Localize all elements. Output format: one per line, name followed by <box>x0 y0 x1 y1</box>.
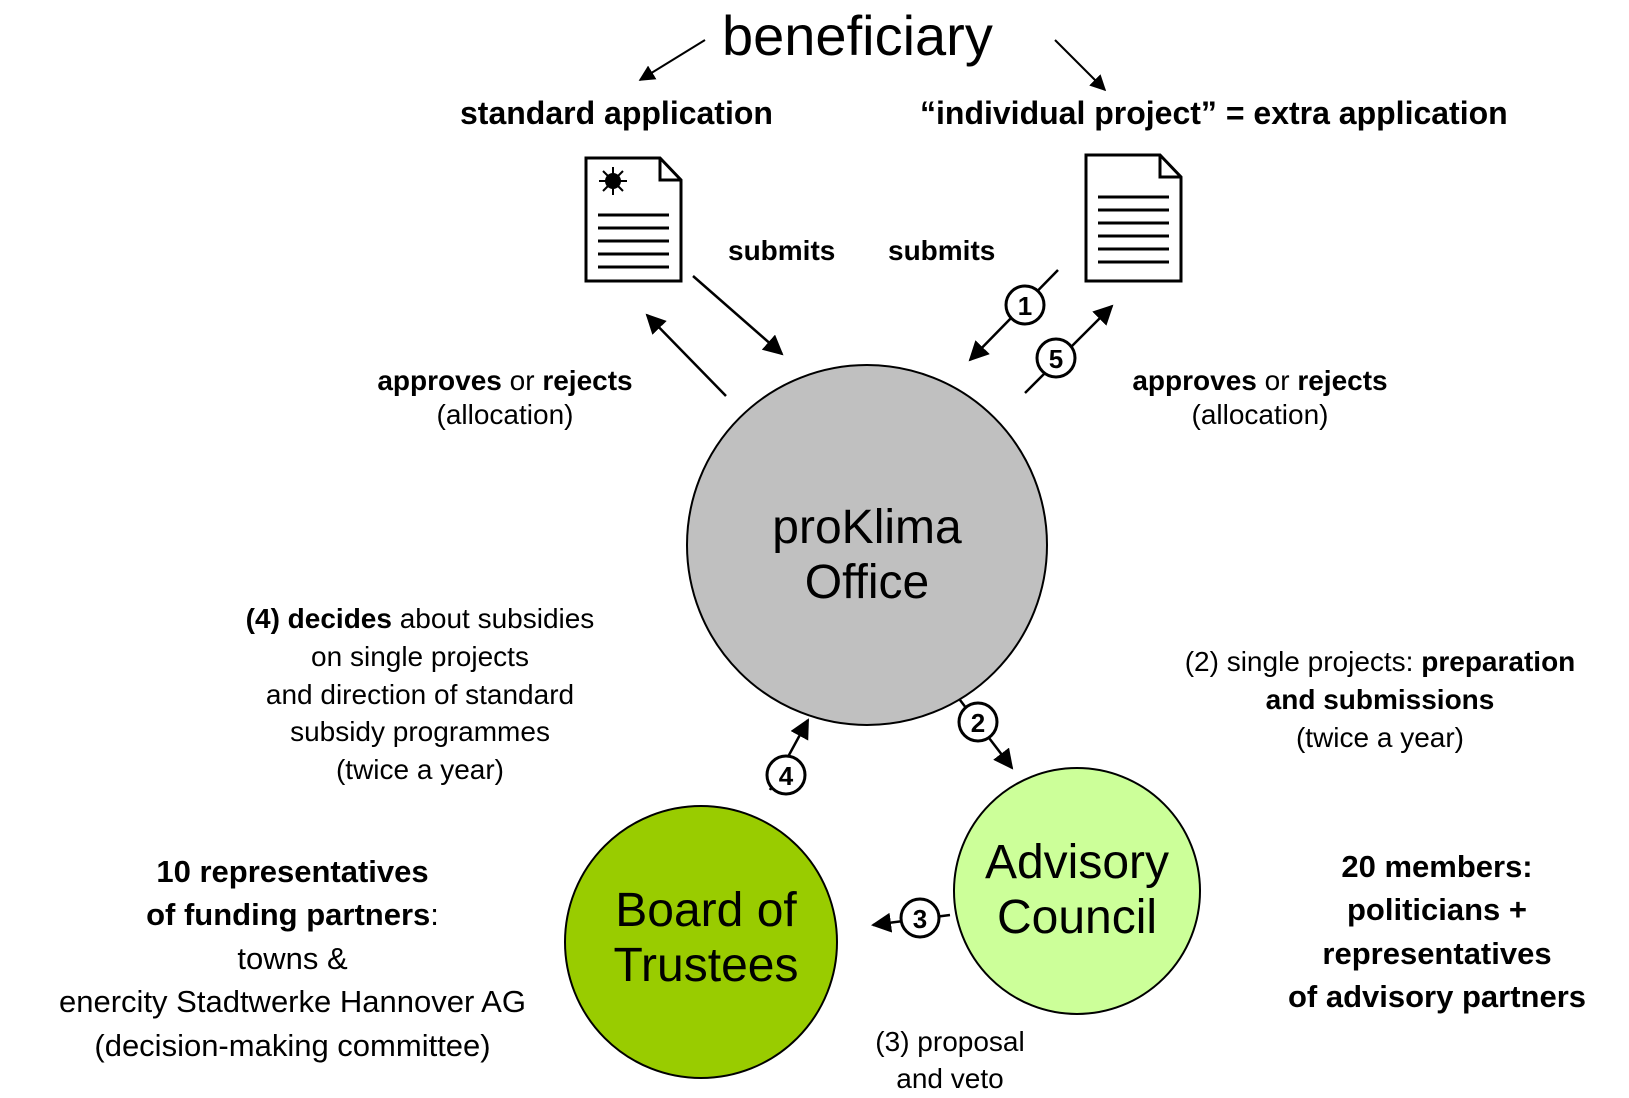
step-5-marker: 5 <box>1035 337 1077 379</box>
decides-line5: (twice a year) <box>335 754 505 786</box>
standard-application-label: standard application <box>460 95 773 131</box>
allocation-label: (allocation) <box>436 399 574 431</box>
board-members-line5: (decision-making committee) <box>94 1027 491 1063</box>
board-of-trustees-label: Board of Trustees <box>571 883 841 993</box>
beneficiary-title: beneficiary <box>722 4 993 67</box>
advisory-council-label: Advisory Council <box>952 835 1202 945</box>
board-members-line4: enercity Stadtwerke Hannover AG <box>59 984 526 1020</box>
proposal-line2: and veto <box>896 1062 1004 1094</box>
approves-rejects-right: approves or rejects (allocation) <box>1095 364 1425 432</box>
decides-line3: and direction of standard <box>265 678 575 710</box>
proklima-office-label: proKlima Office <box>717 500 1017 610</box>
step-2-marker: 2 <box>957 701 999 743</box>
board-members-line2-bold: of funding partners <box>146 897 431 933</box>
council-members-line4: of advisory partners <box>1287 979 1587 1015</box>
step-4-label: 4 <box>779 761 794 791</box>
proposal-text: (3) proposal and veto <box>850 1024 1050 1098</box>
board-line2: Trustees <box>613 939 799 993</box>
or-word: or <box>501 365 543 396</box>
office-line1: proKlima <box>772 501 962 554</box>
single-projects-bold2: and submissions <box>1265 683 1495 715</box>
advisory-council-node <box>953 767 1201 1015</box>
decides-line2: on single projects <box>311 640 529 672</box>
decides-rest: about subsidies <box>391 603 595 634</box>
approves-arrow-left <box>645 313 727 397</box>
council-members-text: 20 members: politicians + representative… <box>1252 845 1622 1019</box>
single-projects-bold1: preparation <box>1421 646 1576 677</box>
council-line2: Council <box>996 891 1158 945</box>
board-of-trustees-node <box>564 805 838 1079</box>
single-projects-prefix: (2) single projects: <box>1184 646 1422 677</box>
proposal-line1: (3) proposal <box>875 1026 1025 1057</box>
decides-text: (4) decides about subsidies on single pr… <box>200 600 640 789</box>
step-3-label: 3 <box>913 904 927 934</box>
board-members-line3: towns & <box>237 940 348 976</box>
individual-project-label: “individual project” = extra application <box>920 95 1508 131</box>
council-members-line3: representatives <box>1322 935 1552 971</box>
council-line1: Advisory <box>984 836 1170 889</box>
rejects-word: rejects <box>542 365 633 396</box>
single-projects-line3: (twice a year) <box>1295 721 1465 753</box>
council-members-line1: 20 members: <box>1341 849 1533 884</box>
individual-project-document-icon <box>1084 153 1183 283</box>
decides-bold: (4) decides <box>245 603 392 634</box>
beneficiary-arrow-left <box>638 39 706 81</box>
approves-rejects-left: approves or rejects (allocation) <box>340 364 670 432</box>
board-members-line2-rest: : <box>430 897 439 933</box>
council-members-line2: politicians + <box>1346 892 1528 928</box>
submits-label-left: submits <box>728 235 836 266</box>
step-2-label: 2 <box>971 708 985 738</box>
board-members-line1: 10 representatives <box>156 854 429 889</box>
rejects-word: rejects <box>1297 365 1388 396</box>
standard-application-document-icon <box>584 156 683 283</box>
step-1-marker: 1 <box>1004 284 1046 326</box>
decides-line4: subsidy programmes <box>290 716 550 748</box>
office-line2: Office <box>804 556 930 610</box>
approves-word: approves <box>1132 365 1257 396</box>
step-1-label: 1 <box>1018 291 1032 321</box>
board-members-text: 10 representatives of funding partners: … <box>5 850 580 1067</box>
board-line1: Board of <box>615 884 797 937</box>
allocation-label: (allocation) <box>1191 399 1329 431</box>
or-word: or <box>1256 365 1298 396</box>
submits-label-right: submits <box>888 235 996 266</box>
proklima-office-node <box>686 364 1048 726</box>
beneficiary-arrow-right <box>1054 39 1107 92</box>
approves-word: approves <box>377 365 502 396</box>
single-projects-text: (2) single projects: preparation and sub… <box>1140 643 1620 756</box>
step-4-marker: 4 <box>765 754 807 796</box>
step-5-label: 5 <box>1049 344 1063 374</box>
step-3-marker: 3 <box>899 897 941 939</box>
submits-arrow-left <box>692 275 784 356</box>
sun-icon <box>599 167 627 195</box>
